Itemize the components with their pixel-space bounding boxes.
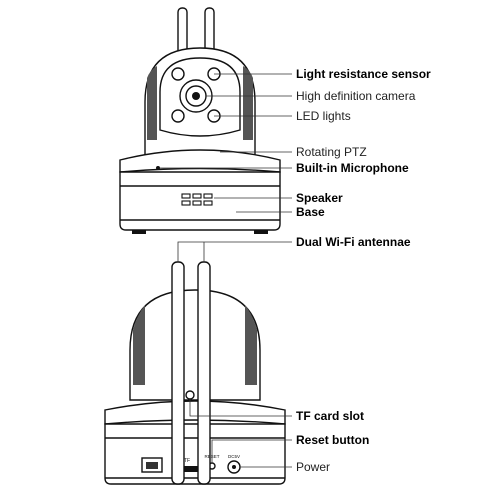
front-leader-lines [160, 73, 292, 213]
front-led-1 [171, 67, 185, 81]
label-tf-card-slot: TF card slot [296, 409, 365, 423]
back-tf-slot [176, 466, 198, 472]
back-antenna-right [197, 261, 211, 485]
back-leader-lines [177, 241, 292, 468]
reset-port-label: RESET [204, 454, 219, 459]
label-rotating-ptz: Rotating PTZ [296, 145, 367, 159]
label-built-in-microphone: Built-in Microphone [296, 161, 409, 175]
label-reset-button: Reset button [296, 433, 370, 447]
leader-wifi-left [177, 241, 292, 262]
power-port-label: DC5V [228, 454, 240, 459]
front-ptz-ring [119, 149, 281, 173]
front-camera [119, 7, 281, 234]
leader-reset [211, 439, 292, 463]
label-led-lights: LED lights [296, 109, 351, 123]
label-hd-camera: High definition camera [296, 89, 416, 103]
tf-port-label: TF [184, 458, 190, 464]
back-ptz-ring [104, 400, 286, 425]
front-led-3 [171, 109, 185, 123]
back-head [129, 289, 261, 401]
back-camera [104, 261, 286, 485]
label-light-resistance-sensor: Light resistance sensor [296, 67, 431, 81]
back-base [104, 423, 286, 485]
front-speaker-grill [181, 193, 213, 206]
front-mic-hole [156, 166, 160, 170]
back-antenna-left [171, 261, 185, 485]
label-dual-wifi-antennae: Dual Wi-Fi antennae [296, 235, 411, 249]
label-base: Base [296, 205, 325, 219]
label-power: Power [296, 460, 331, 474]
label-speaker: Speaker [296, 191, 343, 205]
leader-tf-slot [189, 399, 292, 417]
